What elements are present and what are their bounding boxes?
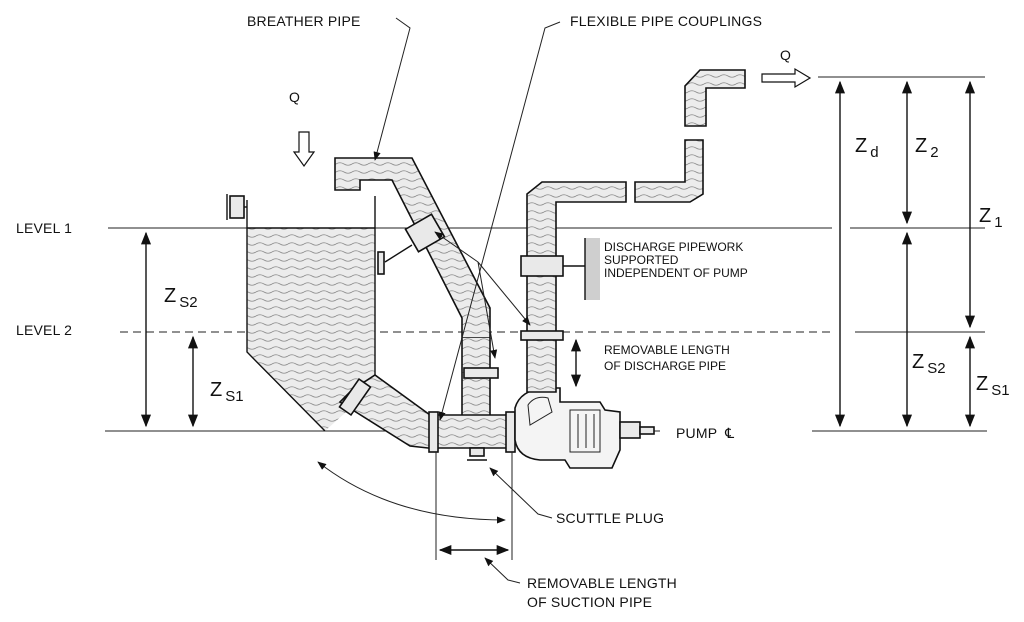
- discharge-support-line-1: DISCHARGE PIPEWORK: [604, 240, 743, 254]
- discharge-pipe-middle: [634, 139, 704, 203]
- removable-suction-leader: [484, 557, 521, 584]
- coupling-leader-upper: [434, 231, 479, 263]
- discharge-pipe: [520, 69, 746, 393]
- coupling-leader-discharge: [477, 261, 531, 326]
- pump-shaft-housing: [619, 421, 641, 439]
- q-out-arrow: [761, 67, 812, 89]
- suction-tank: [226, 194, 376, 432]
- tank-outlet-flange: [338, 377, 372, 417]
- pump-centerline-label: PUMP ℄: [676, 425, 734, 441]
- coupling-leader-breather: [477, 261, 498, 359]
- pump: [514, 387, 655, 469]
- tank-water: [247, 228, 375, 431]
- breather-pipe-label: BREATHER PIPE: [247, 13, 361, 29]
- removable-discharge-line-2: OF DISCHARGE PIPE: [604, 359, 726, 373]
- suction-pipe: [338, 374, 516, 461]
- tank-wall-left: [246, 200, 326, 432]
- pump-shaft: [639, 426, 655, 435]
- discharge-support-line-2: SUPPORTED: [604, 253, 679, 267]
- pump-casing: [514, 387, 621, 469]
- level-2-label: LEVEL 2: [16, 322, 72, 338]
- support-wall: [585, 238, 600, 300]
- scuttle-plug-leader: [489, 467, 553, 519]
- breather-pipe-body: [334, 157, 491, 339]
- suction-flange-right: [505, 411, 516, 453]
- breather-coupling: [404, 213, 446, 253]
- scuttle-plug: [469, 447, 485, 457]
- breather-pipe-vertical: [461, 338, 491, 421]
- removable-discharge-line-1: REMOVABLE LENGTH: [604, 343, 730, 357]
- flow-arrows: [292, 67, 812, 168]
- breather-bracket: [384, 244, 413, 263]
- scuttle-plug-label: SCUTTLE PLUG: [556, 510, 664, 526]
- discharge-flange: [520, 330, 564, 341]
- tank-inlet-nozzle: [229, 195, 245, 219]
- breather-pipe: [334, 157, 499, 421]
- dimension-lines: [140, 80, 976, 560]
- discharge-coupling: [520, 255, 564, 277]
- removable-suction-line-1: REMOVABLE LENGTH: [527, 575, 677, 591]
- leader-lines: [317, 17, 561, 584]
- level-1-label: LEVEL 1: [16, 220, 72, 236]
- flexible-pipe-couplings-label: FLEXIBLE PIPE COUPLINGS: [570, 13, 762, 29]
- coupling-leader-suction: [438, 21, 561, 421]
- discharge-pipe-outlet: [684, 69, 746, 127]
- labels: BREATHER PIPE FLEXIBLE PIPE COUPLINGS Q …: [16, 13, 791, 610]
- q-out-label: Q: [780, 47, 791, 63]
- q-in-arrow: [292, 131, 316, 168]
- breather-flange: [463, 367, 499, 379]
- discharge-support-line-3: INDEPENDENT OF PUMP: [604, 266, 748, 280]
- q-in-label: Q: [289, 89, 300, 105]
- breather-pipe-leader: [373, 17, 411, 161]
- suction-flange-left: [428, 411, 439, 453]
- centerline-symbol: ℄: [724, 425, 734, 441]
- swing-arc: [317, 461, 506, 524]
- removable-suction-line-2: OF SUCTION PIPE: [527, 594, 652, 610]
